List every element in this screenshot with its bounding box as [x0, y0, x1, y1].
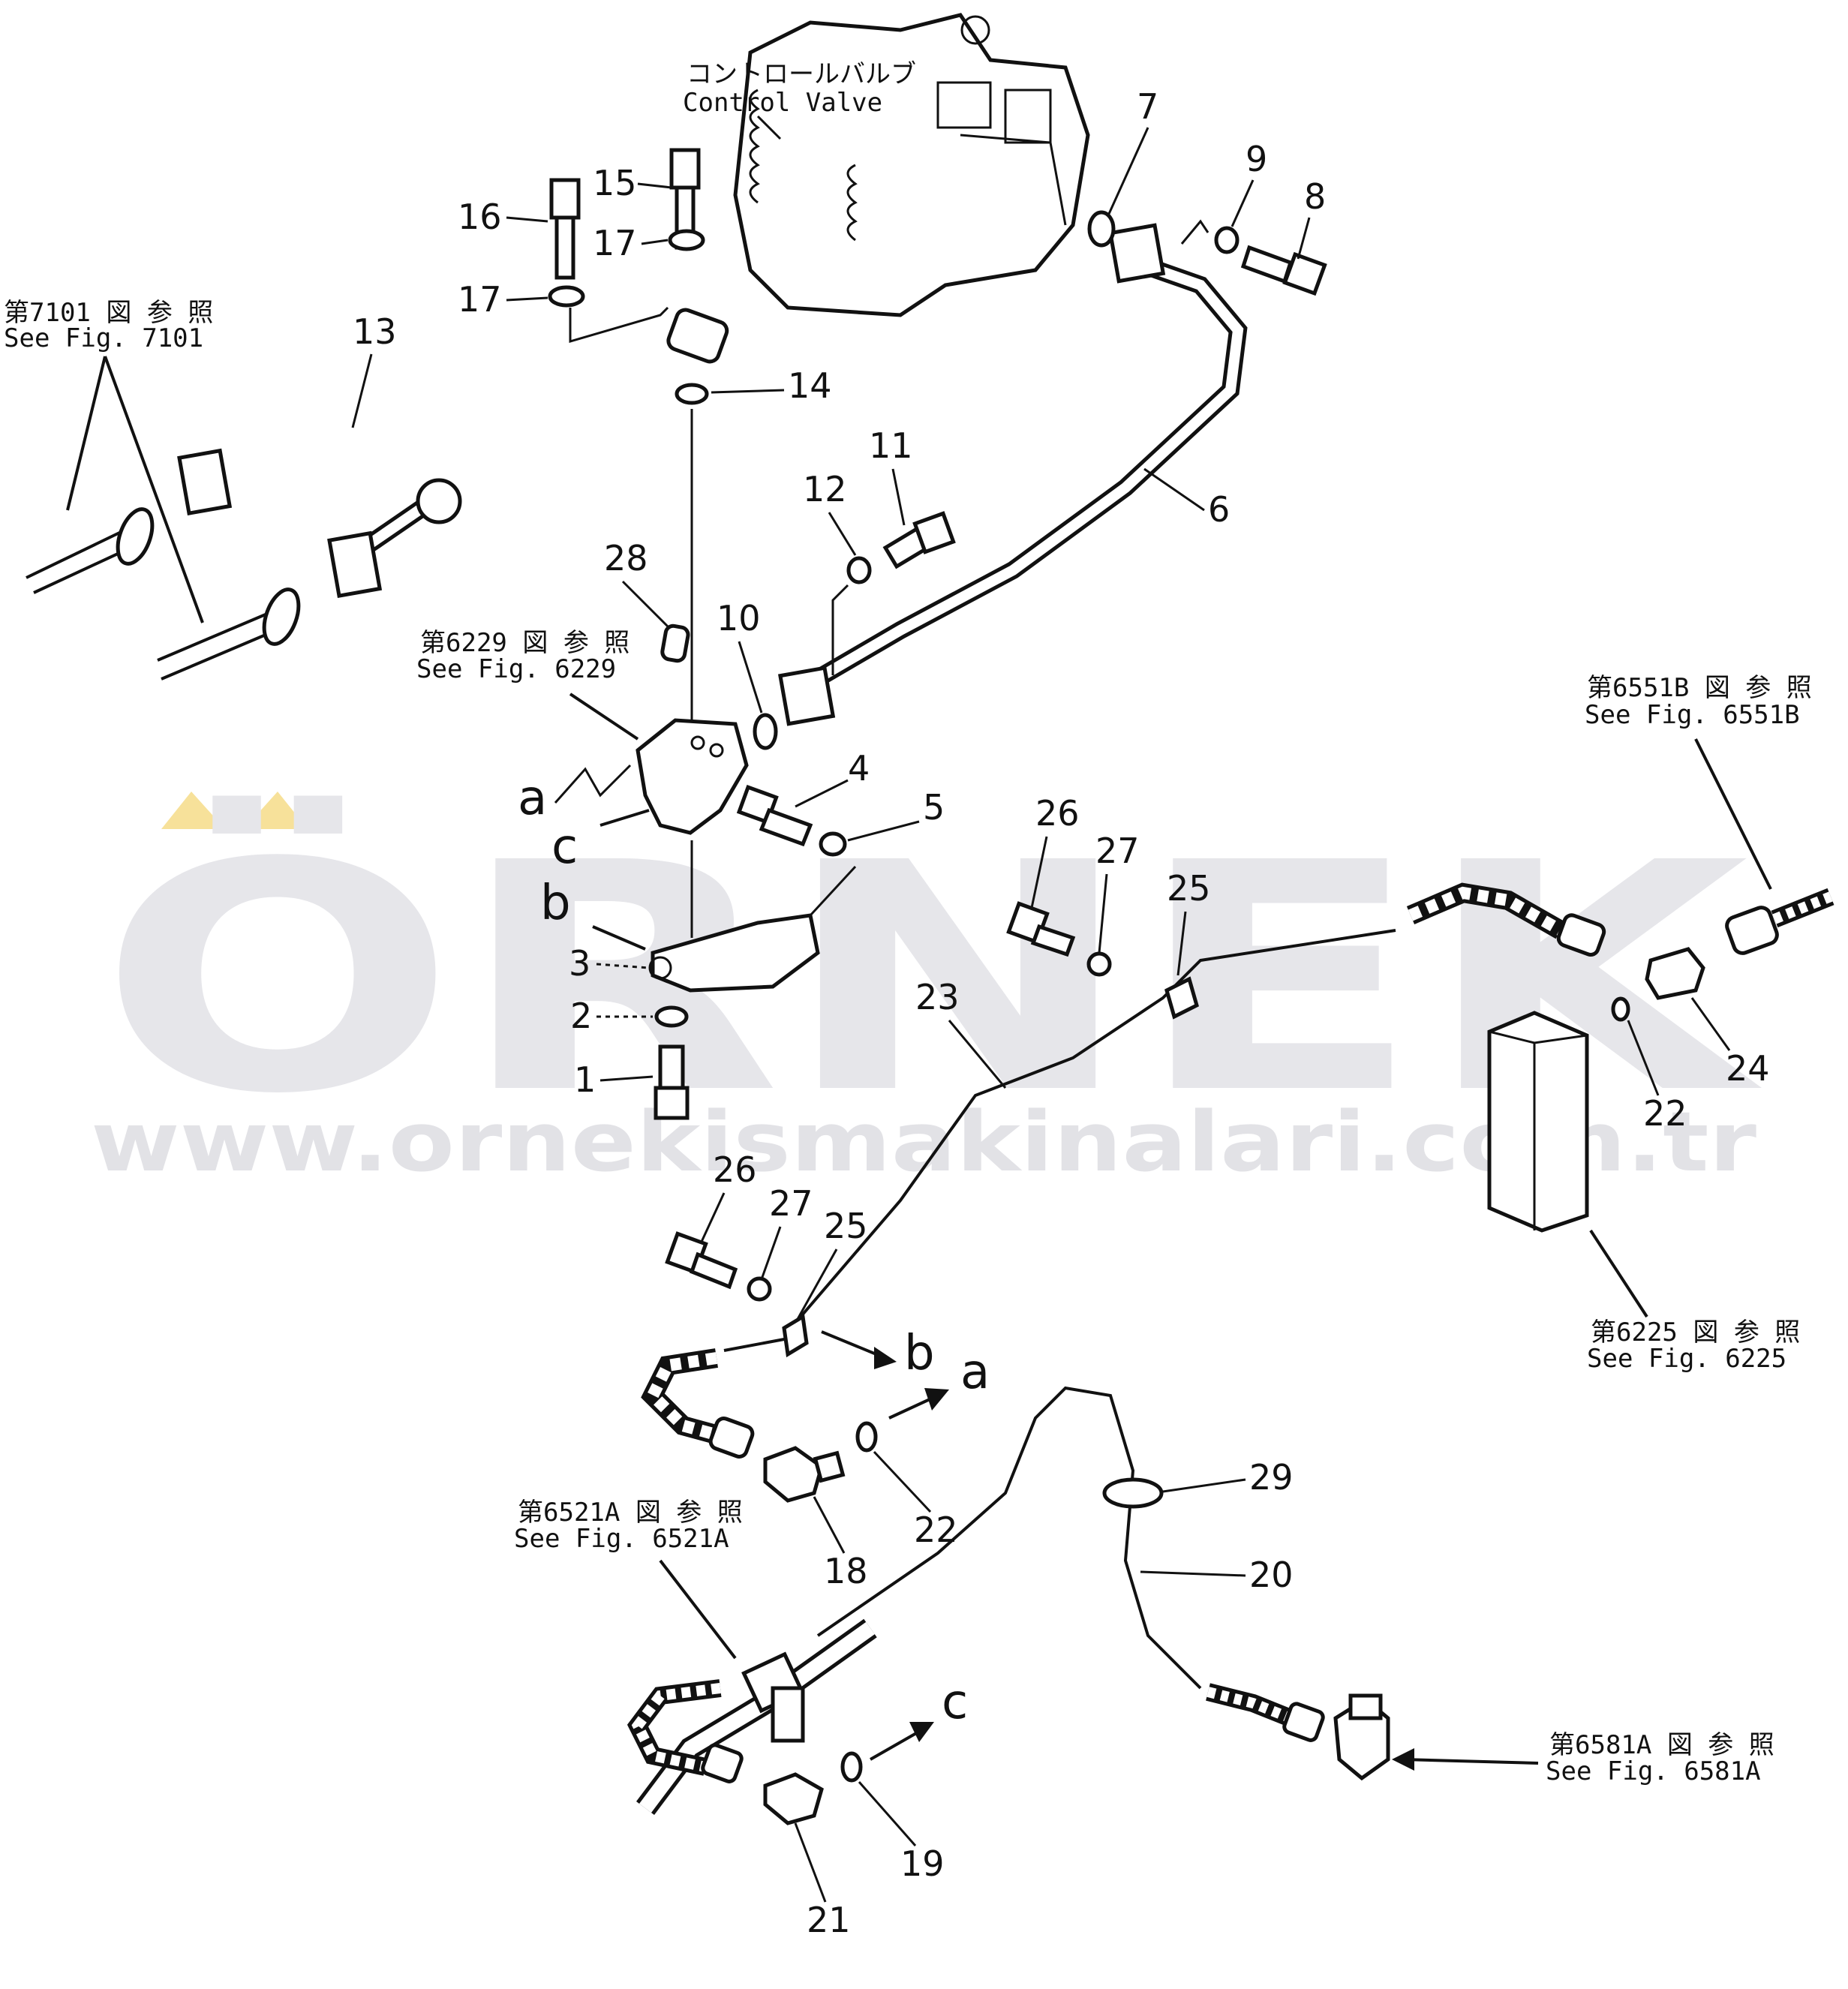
letter-a-upper: a: [518, 771, 547, 826]
clamp-25-lower: [782, 1313, 809, 1358]
washer-2: [654, 1005, 689, 1028]
part-number-10: 10: [717, 598, 761, 638]
watermark-url: www.ornekismakinalari.com.tr: [91, 1094, 1756, 1190]
part-number-4: 4: [848, 748, 870, 789]
part-number-29: 29: [1249, 1457, 1294, 1498]
switch-6581a: [1333, 1693, 1390, 1781]
hose-23: [786, 882, 1606, 1333]
part-number-9: 9: [1246, 139, 1267, 179]
part-number-27: 27: [1095, 831, 1140, 871]
part-number-18: 18: [824, 1551, 868, 1591]
part-number-27b: 27: [769, 1183, 813, 1224]
watermark-accent-mark: [161, 792, 225, 829]
ref-6225-jp: 第6225 図 参 照: [1591, 1317, 1800, 1348]
ref-6551b-jp: 第6551B 図 参 照: [1587, 673, 1812, 703]
part-number-25: 25: [1167, 868, 1211, 909]
part-number-12: 12: [803, 469, 847, 509]
part-number-8: 8: [1304, 176, 1326, 217]
ref-6521a-en: See Fig. 6521A: [514, 1524, 729, 1554]
pipe-6: [778, 223, 1248, 726]
part-number-6: 6: [1208, 489, 1230, 530]
letter-a-lower: a: [960, 1345, 990, 1400]
part-number-21: 21: [807, 1900, 851, 1940]
block-6225: [1487, 1011, 1589, 1233]
washer-27-upper: [1086, 951, 1112, 977]
part-number-26: 26: [1035, 793, 1080, 834]
o-ring-14: [675, 383, 709, 405]
valve-6229: [636, 623, 749, 835]
part-number-17b: 17: [458, 279, 502, 320]
part-number-28: 28: [604, 538, 648, 578]
part-number-20: 20: [1249, 1555, 1294, 1595]
o-ring-22-lower: [855, 1421, 878, 1453]
o-ring-19: [840, 1751, 863, 1783]
part-number-15: 15: [593, 163, 637, 203]
bolt-4: [736, 784, 813, 847]
fig-7101-pipes: [26, 356, 301, 681]
part-number-26b: 26: [713, 1149, 757, 1190]
part-number-19: 19: [900, 1843, 945, 1884]
part-number-14: 14: [788, 365, 832, 406]
part-number-25b: 25: [824, 1206, 868, 1246]
bolt-26-upper: [1006, 901, 1076, 957]
letter-c-upper: c: [551, 819, 578, 875]
o-ring-10: [753, 713, 778, 750]
washer-9: [1214, 226, 1240, 254]
part-number-16: 16: [458, 197, 502, 237]
ref-6551b-en: See Fig. 6551B: [1585, 700, 1800, 730]
bolt-8: [1240, 245, 1327, 296]
elbow-21: [763, 1772, 824, 1825]
ref-7101-jp: 第7101 図 参 照: [4, 298, 213, 328]
watermark-brand: ÖRNEK: [98, 792, 1765, 1163]
part-number-17: 17: [593, 223, 637, 263]
washer-27-lower: [747, 1276, 772, 1302]
watermark-accent-mark: [244, 792, 308, 829]
part-number-5: 5: [923, 787, 945, 828]
ref-6521a-jp: 第6521A 図 参 照: [518, 1498, 743, 1528]
control-valve-label-en: Control Valve: [683, 88, 882, 118]
part-number-11: 11: [869, 425, 913, 466]
washer-12: [846, 556, 872, 584]
part-number-22b: 22: [1643, 1093, 1687, 1134]
hose-20: [816, 1386, 1325, 1742]
watermark: ÖRNEK www.ornekismakinalari.com.tr: [91, 792, 1765, 1190]
bolt-26-lower: [665, 1231, 738, 1290]
part-number-13: 13: [353, 311, 397, 352]
part-number-22: 22: [914, 1510, 958, 1550]
ref-6229-jp: 第6229 図 参 照: [420, 628, 630, 658]
hose-lower-left: [641, 1338, 785, 1459]
control-valve-label-jp: コントロールバルブ: [687, 59, 916, 89]
part-number-2: 2: [570, 996, 592, 1036]
letter-b-upper: b: [540, 876, 571, 931]
elbow-18: [763, 1446, 846, 1503]
ref-6225-en: See Fig. 6225: [1587, 1344, 1786, 1374]
part-number-1: 1: [574, 1059, 596, 1100]
ref-6581a-jp: 第6581A 図 参 照: [1549, 1730, 1774, 1760]
connector-24: [1645, 888, 1834, 1000]
part-number-3: 3: [569, 943, 590, 984]
o-ring-7: [1087, 210, 1116, 248]
part-number-24: 24: [1726, 1048, 1770, 1089]
part-number-23: 23: [915, 977, 960, 1017]
bolts-top-left: [548, 148, 705, 343]
ref-7101-en: See Fig. 7101: [4, 323, 203, 353]
part-number-7: 7: [1137, 86, 1158, 127]
ref-6229-en: See Fig. 6229: [416, 654, 616, 684]
bolt-1: [654, 1044, 690, 1120]
letter-b-lower: b: [904, 1326, 935, 1381]
bolt-11: [882, 511, 956, 569]
washer-5: [819, 831, 847, 857]
ref-6581a-en: See Fig. 6581A: [1546, 1756, 1761, 1786]
control-valve: [733, 13, 1090, 317]
o-ring-22-right: [1611, 996, 1630, 1022]
valve-6521a: [627, 1618, 877, 1815]
letter-c-lower: c: [942, 1675, 968, 1730]
pipe-13: [177, 308, 729, 599]
bracket-3: [648, 840, 857, 993]
